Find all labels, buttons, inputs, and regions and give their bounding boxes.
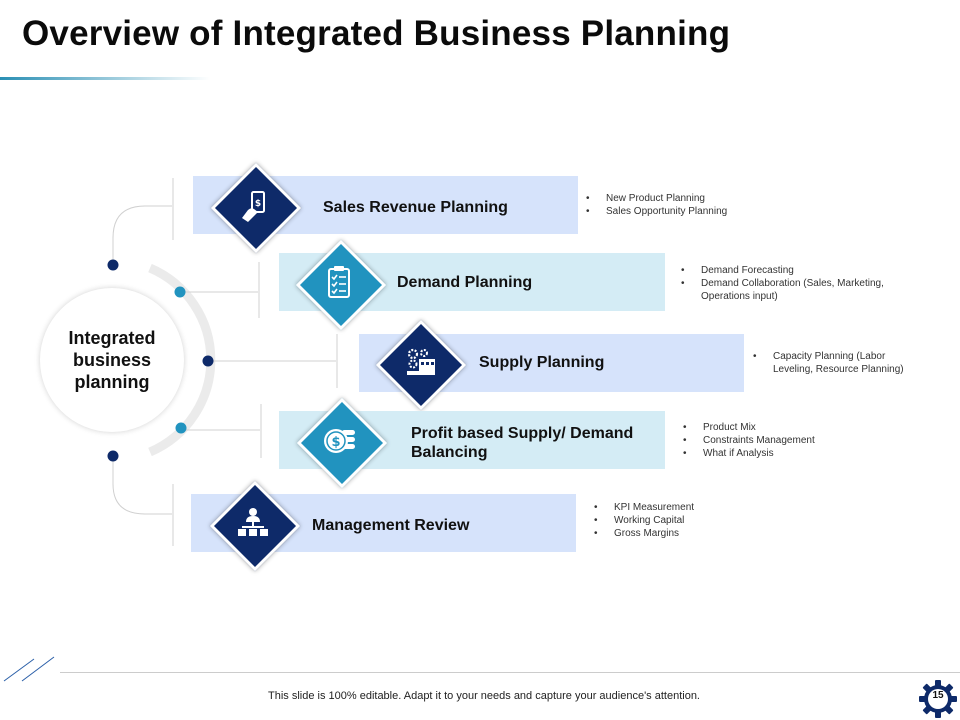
hub-label: Integrated business planning xyxy=(68,328,156,392)
bullet-item: Product Mix xyxy=(683,421,853,434)
bullet-item: Capacity Planning (Labor Leveling, Resou… xyxy=(753,350,923,376)
svg-text:$: $ xyxy=(255,199,261,209)
bullet-item: What if Analysis xyxy=(683,447,853,460)
org-chart-person-icon xyxy=(238,508,268,536)
dot-demand xyxy=(174,286,186,298)
dot-profit xyxy=(175,422,187,434)
bullet-item: Sales Opportunity Planning xyxy=(586,205,766,218)
footer-slash-decoration xyxy=(3,656,55,682)
bullets-supply: Capacity Planning (Labor Leveling, Resou… xyxy=(753,350,923,376)
stage-label-profit: Profit based Supply/ Demand Balancing xyxy=(411,425,634,461)
svg-text:$: $ xyxy=(331,435,340,450)
stage-label-demand: Demand Planning xyxy=(397,274,533,291)
dot-sales xyxy=(107,259,119,271)
clipboard-checklist-icon xyxy=(328,266,350,298)
bullet-item: KPI Measurement xyxy=(594,501,764,514)
footer-divider xyxy=(60,672,960,673)
bullet-item: Demand Collaboration (Sales, Marketing, … xyxy=(681,277,911,303)
connector-sales xyxy=(112,205,172,265)
hub-circle: Integrated business planning xyxy=(40,288,184,432)
stage-label-sales: Sales Revenue Planning xyxy=(323,199,508,216)
dollar-coins-icon: $ xyxy=(324,429,355,453)
stage-label-supply: Supply Planning xyxy=(479,354,605,371)
dot-supply xyxy=(202,355,214,367)
factory-gears-icon xyxy=(407,348,435,375)
bullet-item: Constraints Management xyxy=(683,434,853,447)
bullet-item: Working Capital xyxy=(594,514,764,527)
gear-icon xyxy=(919,680,957,718)
bullets-demand: Demand Forecasting Demand Collaboration … xyxy=(681,264,911,303)
bullets-sales: New Product Planning Sales Opportunity P… xyxy=(586,192,766,218)
bullet-item: Demand Forecasting xyxy=(681,264,911,277)
bullet-item: New Product Planning xyxy=(586,192,766,205)
slide-title: Overview of Integrated Business Planning xyxy=(22,14,731,53)
stage-label-management: Management Review xyxy=(312,517,470,534)
bullet-item: Gross Margins xyxy=(594,527,764,540)
connector-management xyxy=(112,457,172,515)
page-number: 15 xyxy=(932,690,944,701)
title-underline xyxy=(0,77,210,80)
bullets-management: KPI Measurement Working Capital Gross Ma… xyxy=(594,501,764,540)
dot-management xyxy=(107,450,119,462)
bullets-profit: Product Mix Constraints Management What … xyxy=(683,421,853,460)
hand-money-icon: $ xyxy=(242,191,265,222)
footer-note: This slide is 100% editable. Adapt it to… xyxy=(268,690,700,702)
